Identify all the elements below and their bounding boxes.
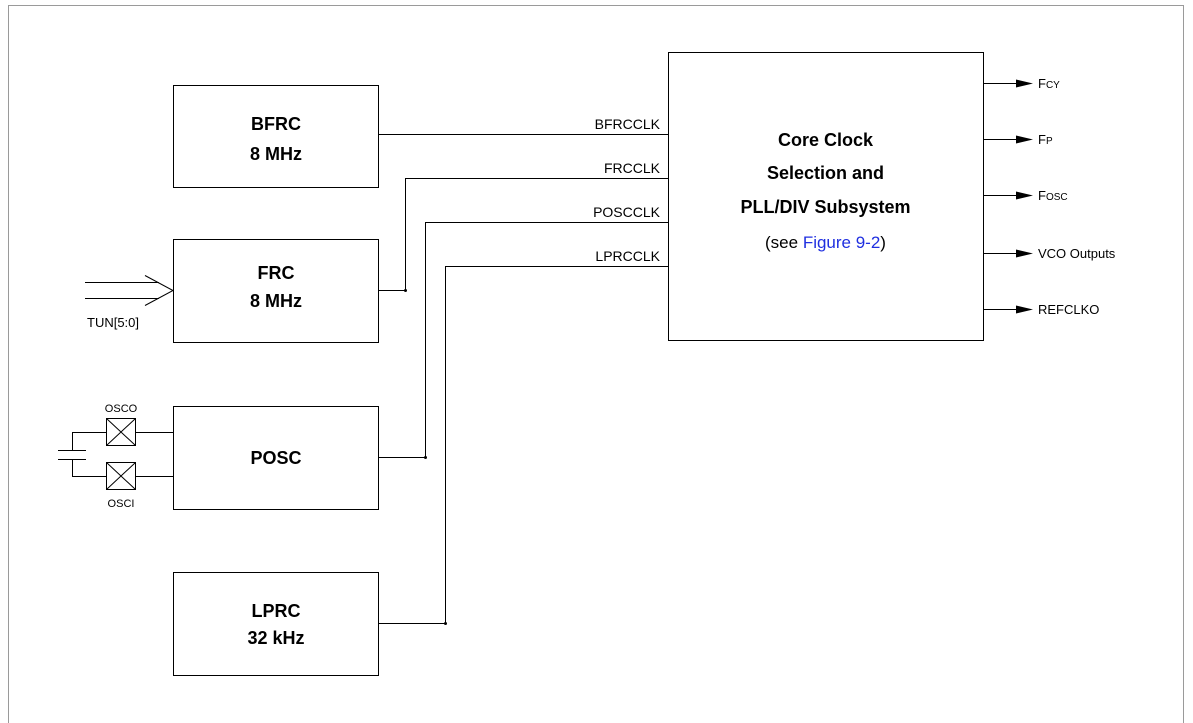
figure-link[interactable]: Figure 9-2 <box>803 233 880 252</box>
tun-input: TUN[5:0] <box>85 275 175 330</box>
frcclk-label: FRCCLK <box>604 160 661 176</box>
poscclk-junction <box>424 456 427 459</box>
refclko-label: REFCLKO <box>1038 302 1099 317</box>
bfrc-frequency: 8 MHz <box>250 144 302 164</box>
see-suffix: ) <box>880 233 886 252</box>
osci-label: OSCI <box>108 498 135 510</box>
fcy-arrowhead <box>1016 79 1033 88</box>
fosc-arrowhead <box>1016 191 1033 200</box>
core-figure-reference: (see Figure 9-2) <box>765 233 886 252</box>
see-prefix: (see <box>765 233 803 252</box>
fp-arrowhead <box>1016 135 1033 144</box>
vco-outputs-label: VCO Outputs <box>1038 246 1116 261</box>
bfrc-name: BFRC <box>251 114 301 134</box>
lprc-frequency: 32 kHz <box>247 628 304 648</box>
bfrc-box <box>173 85 379 188</box>
core-title-line1: Core Clock <box>778 130 874 150</box>
frc-name: FRC <box>258 263 295 283</box>
lprc-block: LPRC 32 kHz <box>173 572 379 676</box>
lprc-box <box>173 572 379 676</box>
bfrcclk-label: BFRCCLK <box>595 116 661 132</box>
lprcclk-junction <box>444 622 447 625</box>
osci-crystal-cross <box>106 462 136 490</box>
output-fp: FP <box>983 132 1053 147</box>
figure-frame <box>8 5 1184 723</box>
frcclk-junction <box>404 289 407 292</box>
refclko-arrowhead <box>1016 305 1033 314</box>
fosc-label-sub: OSC <box>1046 192 1068 203</box>
tun-bus-arrow <box>85 275 175 306</box>
bfrc-block: BFRC 8 MHz <box>173 85 379 188</box>
output-vco: VCO Outputs <box>983 246 1116 261</box>
frcclk-wire <box>378 178 669 291</box>
fosc-label: FOSC <box>1038 188 1068 203</box>
fcy-label-sub: CY <box>1046 80 1060 91</box>
fp-label-sub: P <box>1046 136 1053 147</box>
output-refclko: REFCLKO <box>983 302 1099 317</box>
core-title-line3: PLL/DIV Subsystem <box>740 197 910 217</box>
fcy-label-main: F <box>1038 76 1046 91</box>
poscclk-label: POSCCLK <box>593 204 661 220</box>
frc-box <box>173 239 379 343</box>
lprcclk-label: LPRCCLK <box>595 248 660 264</box>
osco-crystal-cross <box>106 418 136 446</box>
posc-block: POSC <box>173 406 379 510</box>
capacitor-leads <box>72 432 107 477</box>
output-fcy: FCY <box>983 76 1060 91</box>
crystal-network: OSCO OSCI <box>58 403 174 510</box>
fp-label: FP <box>1038 132 1053 147</box>
osco-label: OSCO <box>105 403 138 415</box>
posc-name: POSC <box>250 448 301 468</box>
capacitor-plates <box>58 450 86 460</box>
fp-label-main: F <box>1038 132 1046 147</box>
output-fosc: FOSC <box>983 188 1068 203</box>
poscclk-wire <box>378 222 669 458</box>
core-title-line2: Selection and <box>767 163 884 183</box>
lprc-name: LPRC <box>252 601 301 621</box>
core-clock-block: Core Clock Selection and PLL/DIV Subsyst… <box>668 52 984 341</box>
frc-frequency: 8 MHz <box>250 291 302 311</box>
tun-label: TUN[5:0] <box>87 315 139 330</box>
fosc-label-main: F <box>1038 188 1046 203</box>
core-clock-box <box>668 52 984 341</box>
frc-block: FRC 8 MHz <box>173 239 379 343</box>
vco-arrowhead <box>1016 249 1033 258</box>
lprcclk-wire <box>378 266 669 624</box>
posc-box <box>173 406 379 510</box>
fcy-label: FCY <box>1038 76 1060 91</box>
